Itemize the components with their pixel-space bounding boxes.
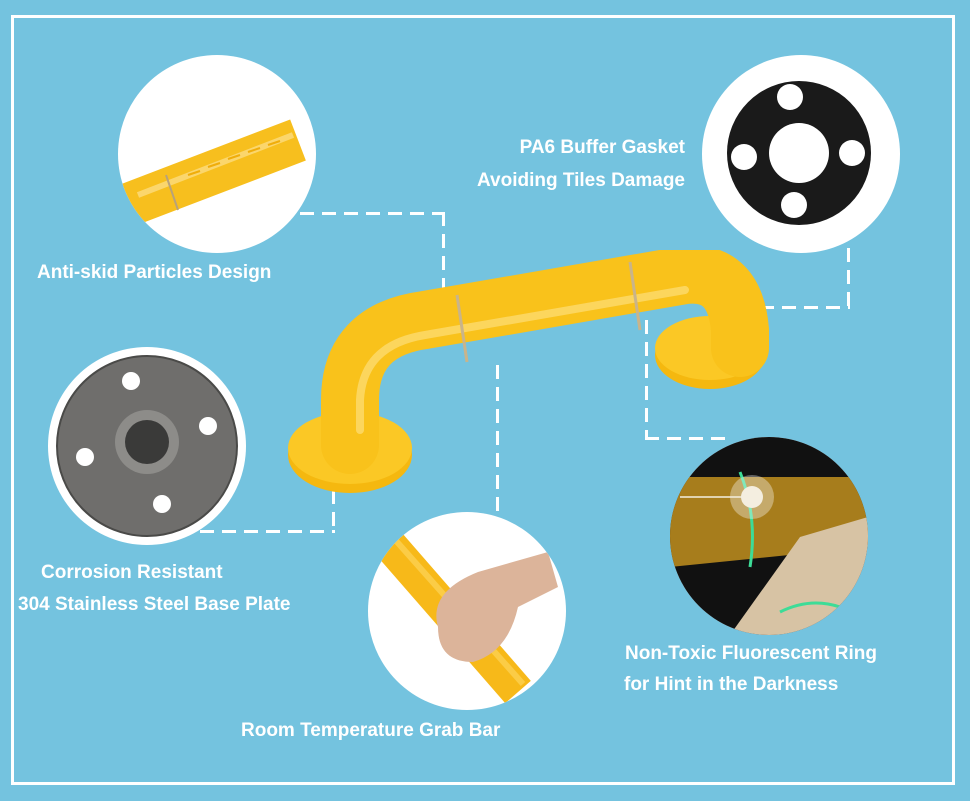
base-plate-label-line1: Corrosion Resistant — [41, 562, 223, 583]
gasket-label-line2: Avoiding Tiles Damage — [477, 170, 685, 191]
connector-antiskid-v — [442, 212, 445, 312]
fluorescent-ring-image — [670, 437, 868, 635]
grab-bar-image — [285, 250, 775, 500]
connector-fluor-v — [645, 320, 648, 440]
fluorescent-label-line2: for Hint in the Darkness — [624, 674, 839, 695]
anti-skid-detail-image — [118, 55, 316, 253]
room-temp-label: Room Temperature Grab Bar — [241, 720, 501, 741]
connector-roomtemp-v — [496, 365, 499, 515]
anti-skid-label: Anti-skid Particles Design — [37, 262, 272, 283]
base-plate-image — [48, 347, 246, 545]
connector-antiskid-h — [300, 212, 445, 215]
connector-gasket-h — [760, 306, 850, 309]
hand-grip-image — [368, 512, 566, 710]
connector-gasket-v — [847, 248, 850, 308]
base-plate-label-line2: 304 Stainless Steel Base Plate — [18, 594, 291, 615]
border-frame — [11, 15, 955, 785]
buffer-gasket-image — [702, 55, 900, 253]
gasket-label-line1: PA6 Buffer Gasket — [519, 137, 685, 158]
fluorescent-label-line1: Non-Toxic Fluorescent Ring — [625, 643, 877, 664]
connector-plate-h — [200, 530, 335, 533]
connector-plate-v — [332, 490, 335, 533]
